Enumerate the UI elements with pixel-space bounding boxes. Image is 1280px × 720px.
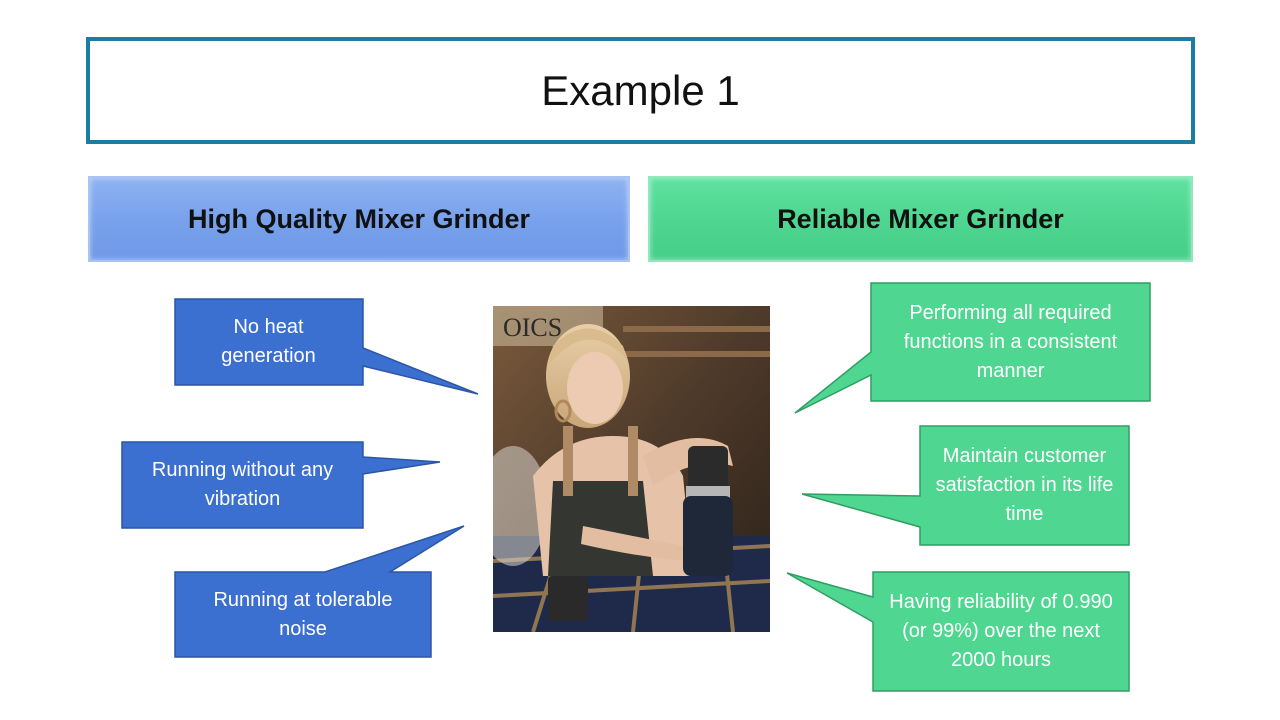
mixer-grinder-photo: OICS bbox=[493, 306, 770, 632]
slide-title: Example 1 bbox=[541, 66, 740, 114]
reliability-callout-shape-1 bbox=[794, 282, 1151, 414]
reliability-point-3: Having reliability of 0.990 (or 99%) ove… bbox=[889, 591, 1113, 671]
quality-point-1: No heat generation bbox=[221, 316, 316, 367]
quality-point-3: Running at tolerable noise bbox=[213, 588, 393, 640]
svg-text:OICS: OICS bbox=[503, 313, 562, 342]
quality-callout-shape-2 bbox=[121, 441, 441, 529]
quality-callout-shape-1 bbox=[174, 298, 479, 395]
quality-header: High Quality Mixer Grinder bbox=[88, 176, 630, 262]
reliability-point-1: Performing all required functions in a c… bbox=[903, 301, 1118, 382]
quality-callout-shape-3 bbox=[174, 525, 465, 658]
quality-point-2: Running without any vibration bbox=[151, 459, 334, 510]
reliability-callout-shape-2 bbox=[801, 425, 1130, 546]
reliability-callout-shape-3 bbox=[786, 571, 1130, 692]
title-box: Example 1 bbox=[86, 37, 1195, 144]
reliability-point-2: Maintain customer satisfaction in its li… bbox=[935, 445, 1114, 525]
reliability-header: Reliable Mixer Grinder bbox=[648, 176, 1193, 262]
